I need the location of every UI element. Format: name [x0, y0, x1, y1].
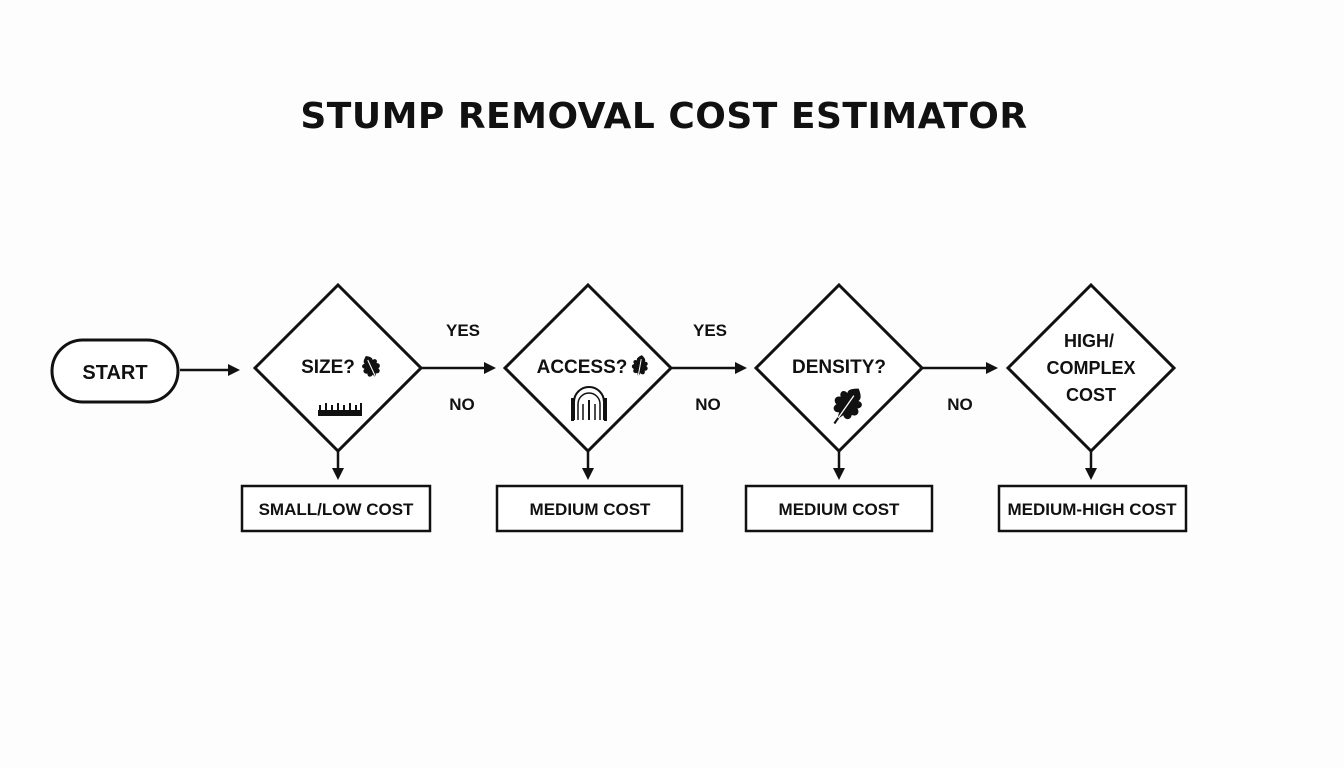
edge-label-no-1: NO — [449, 395, 475, 414]
connector-density-to-outcome — [833, 451, 845, 480]
decision-size-label: SIZE? — [301, 357, 355, 378]
edge-label-yes-2: YES — [693, 321, 727, 340]
outcome-box — [744, 484, 934, 533]
start-label: START — [82, 362, 147, 384]
edge-label-no-2: NO — [695, 395, 721, 414]
decision-high-complex-cost: HIGH/ COMPLEX COST — [1005, 282, 1177, 454]
connector-access-to-outcome — [582, 451, 594, 480]
ruler-icon — [318, 403, 362, 416]
outcome-small-low-cost: SMALL/LOW COST — [240, 484, 432, 533]
outcome-box — [997, 484, 1188, 533]
decision-size: SIZE? — [252, 282, 424, 454]
decision-density-label: DENSITY? — [792, 357, 886, 378]
connector-high-to-outcome — [1085, 451, 1097, 480]
connector-start-to-size — [180, 364, 240, 376]
decision-high-line-3: COST — [1066, 385, 1116, 405]
start-shape — [50, 338, 180, 404]
outcome-label: MEDIUM COST — [779, 500, 901, 519]
connector-density-to-high — [922, 362, 998, 374]
leaf-icon — [631, 355, 648, 381]
leaf-icon — [362, 356, 380, 383]
decision-access: ACCESS? — [502, 282, 674, 454]
connector-size-to-outcome — [332, 451, 344, 480]
decision-high-line-1: HIGH/ — [1064, 331, 1114, 351]
outcome-medium-cost-2: MEDIUM COST — [744, 484, 934, 533]
decision-access-label: ACCESS? — [537, 357, 628, 378]
outcome-medium-cost-1: MEDIUM COST — [495, 484, 684, 533]
edge-label-yes-1: YES — [446, 321, 480, 340]
decision-high-line-2: COMPLEX — [1046, 358, 1135, 378]
page-title: STUMP REMOVAL COST ESTIMATOR — [300, 96, 1028, 137]
outcome-label: MEDIUM COST — [530, 500, 652, 519]
outcome-box — [495, 484, 684, 533]
start-node: START — [50, 338, 180, 404]
leaf-icon — [833, 388, 862, 425]
connector-access-to-density — [671, 362, 747, 374]
outcome-medium-high-cost: MEDIUM-HIGH COST — [997, 484, 1188, 533]
outcome-label: SMALL/LOW COST — [259, 500, 414, 519]
edge-label-no-3: NO — [947, 395, 973, 414]
outcome-box — [240, 484, 432, 533]
outcome-label: MEDIUM-HIGH COST — [1007, 500, 1177, 519]
connector-size-to-access — [421, 362, 496, 374]
decision-density: DENSITY? — [753, 282, 925, 454]
gate-icon — [571, 386, 607, 421]
